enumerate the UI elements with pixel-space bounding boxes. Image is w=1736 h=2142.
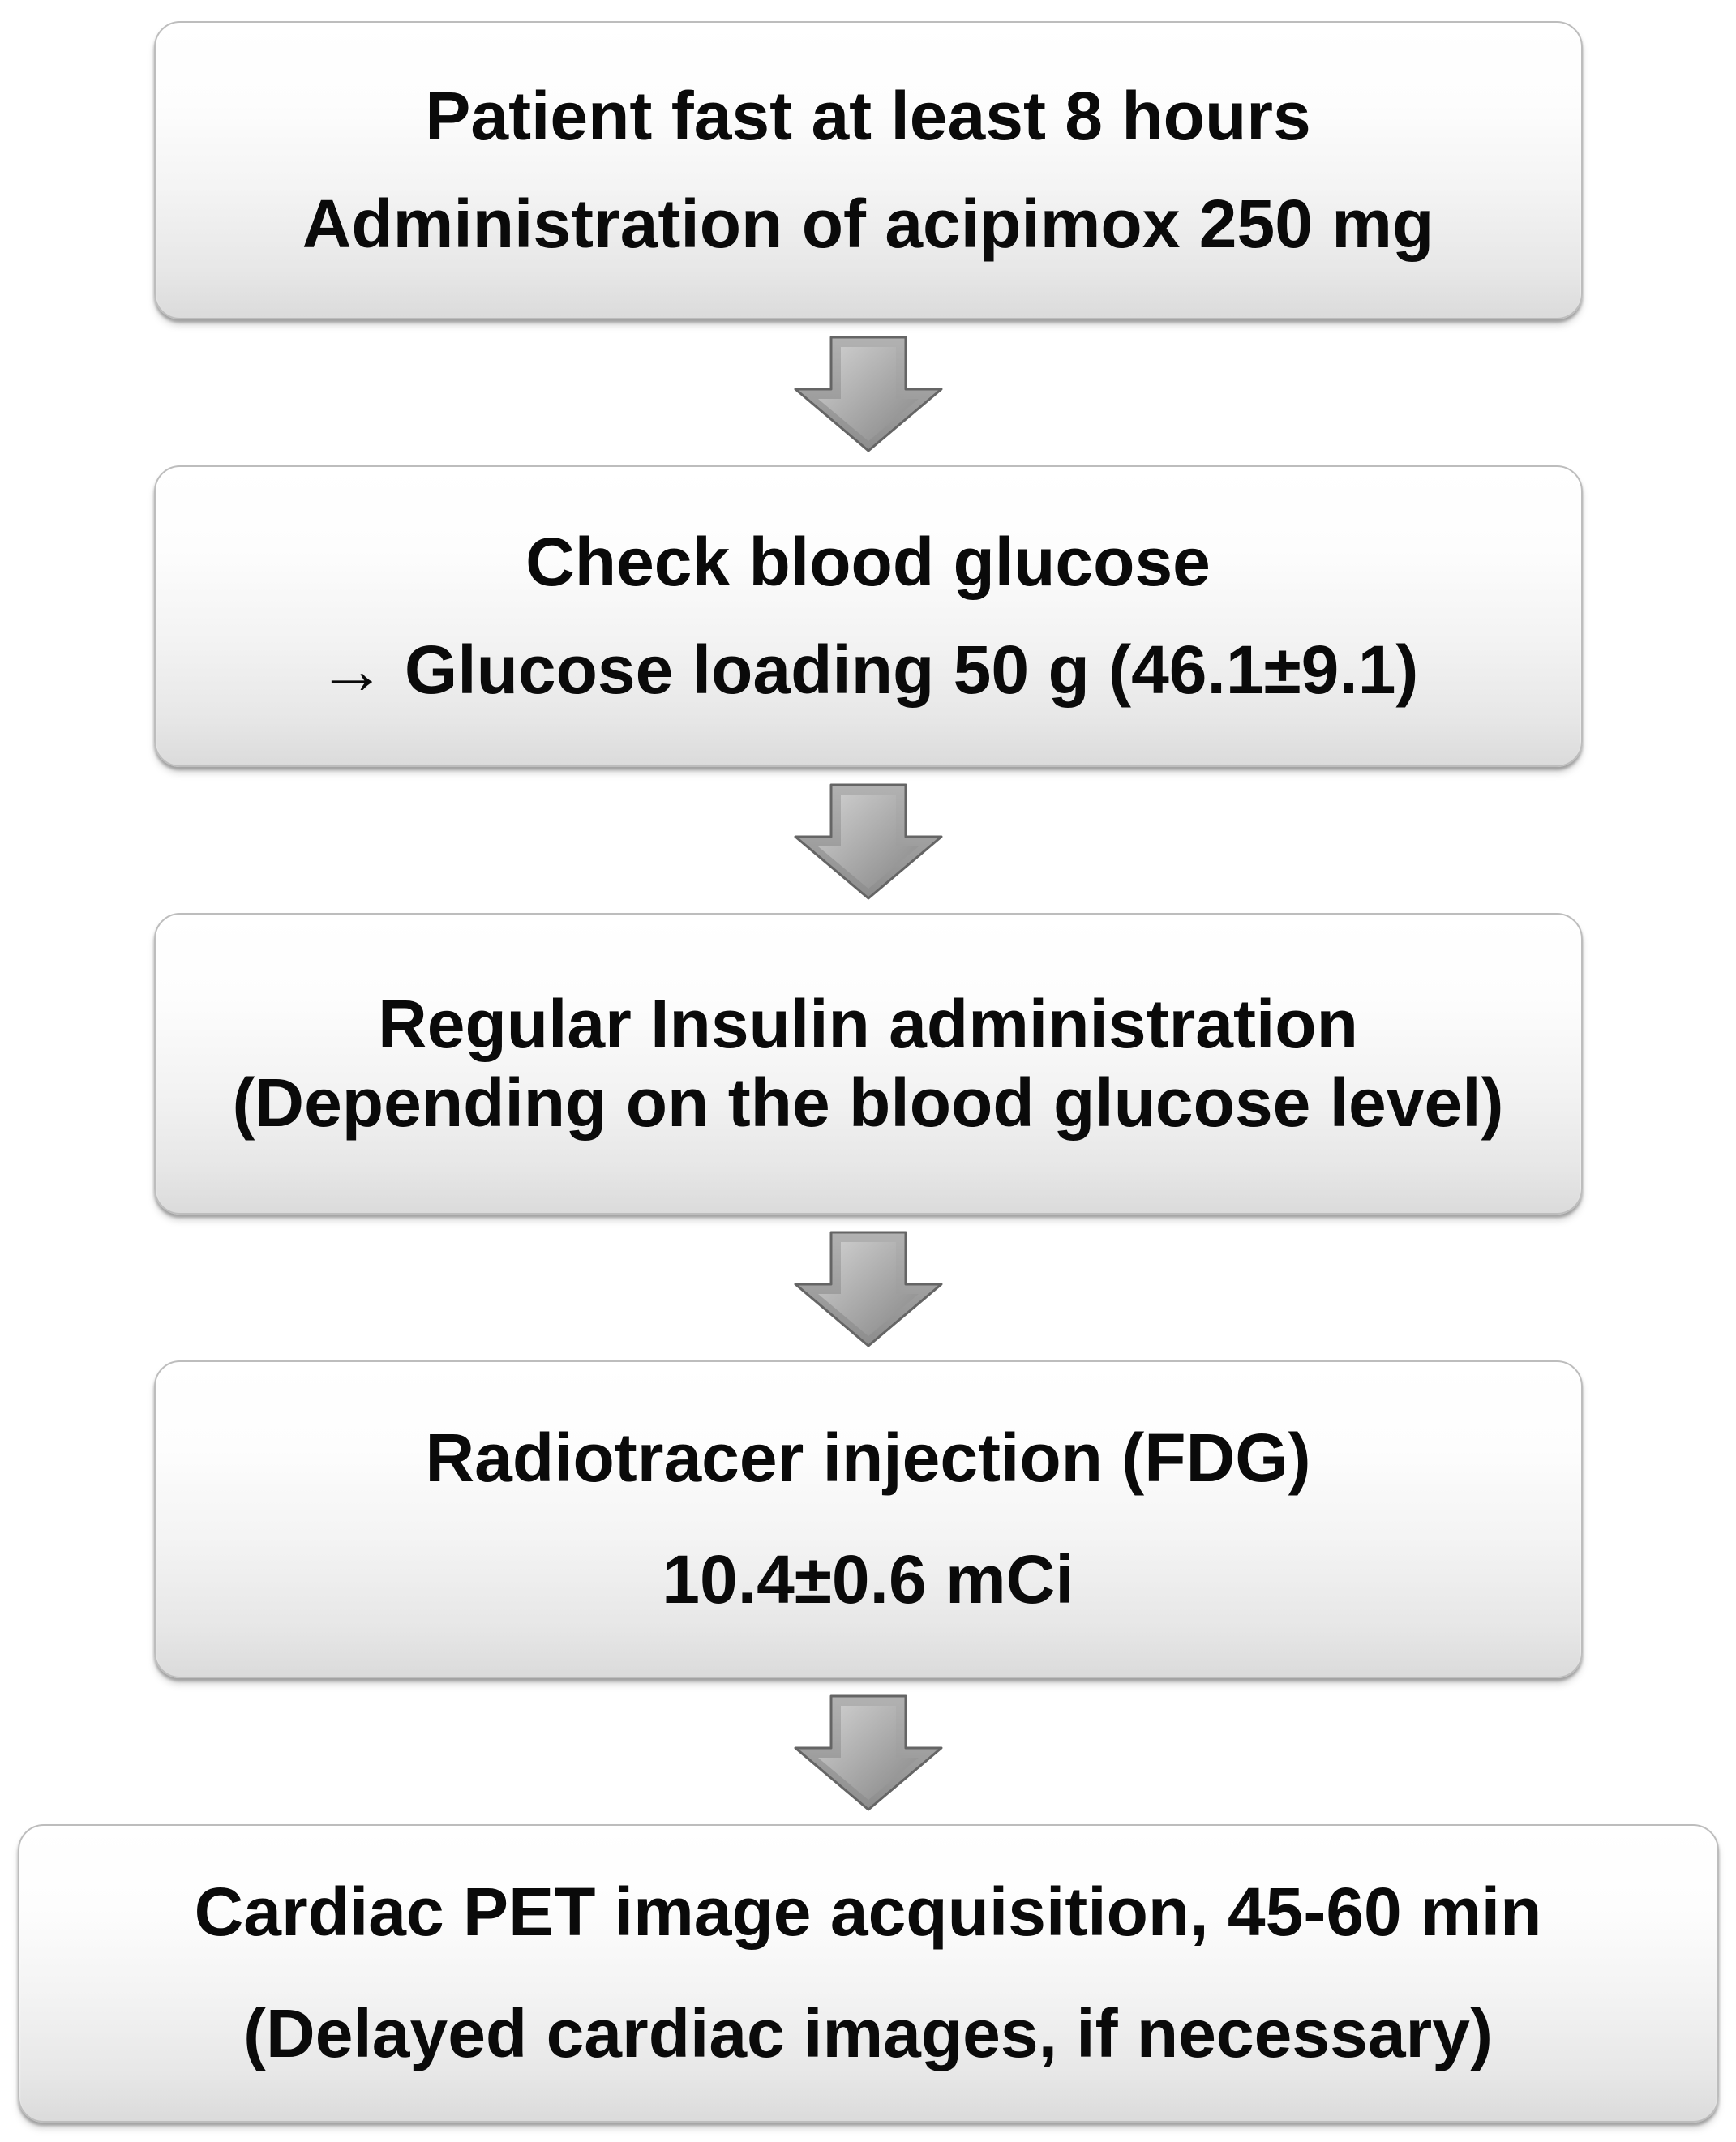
step-text-line: Administration of acipimox 250 mg — [302, 186, 1434, 262]
step-text-line: (Delayed cardiac images, if necessary) — [243, 1995, 1493, 2071]
flow-step-patient-fast: Patient fast at least 8 hours Administra… — [153, 21, 1583, 319]
down-arrow-icon — [794, 783, 942, 900]
flow-step-insulin-administration: Regular Insulin administration (Dependin… — [153, 913, 1583, 1215]
step-text-line: Patient fast at least 8 hours — [425, 78, 1311, 155]
flow-step-check-glucose: Check blood glucose → Glucose loading 50… — [153, 465, 1583, 767]
step-text-line: 10.4±0.6 mCi — [662, 1541, 1074, 1617]
step-text-line: (Depending on the blood glucose level) — [232, 1065, 1504, 1141]
step-text-line: Radiotracer injection (FDG) — [425, 1420, 1311, 1497]
step-text-line: Cardiac PET image acquisition, 45-60 min — [194, 1874, 1542, 1951]
down-arrow-icon — [794, 1231, 942, 1347]
flow-step-pet-acquisition: Cardiac PET image acquisition, 45-60 min… — [17, 1824, 1719, 2123]
down-arrow-icon — [794, 1694, 942, 1811]
step-text-line: Check blood glucose — [525, 524, 1211, 601]
down-arrow-icon — [794, 336, 942, 452]
step-text-line: → Glucose loading 50 g (46.1±9.1) — [317, 632, 1419, 708]
flow-step-radiotracer-injection: Radiotracer injection (FDG) 10.4±0.6 mCi — [153, 1360, 1583, 1678]
step-text-line: Regular Insulin administration — [378, 985, 1358, 1062]
